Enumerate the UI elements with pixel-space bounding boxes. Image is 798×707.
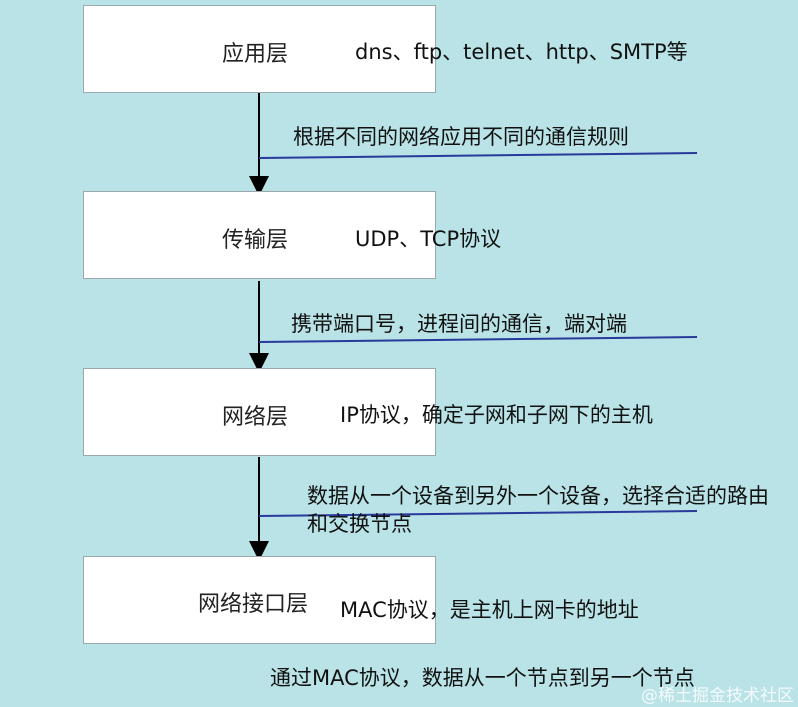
watermark: @稀土掘金技术社区 <box>641 686 794 706</box>
interface-layer-protocols: MAC协议，是主机上网卡的地址 <box>340 598 639 622</box>
underline-1 <box>258 152 698 159</box>
transport-layer-box <box>83 191 436 279</box>
application-layer-box <box>83 5 436 93</box>
application-layer-protocols: dns、ftp、telnet、http、SMTP等 <box>355 40 688 64</box>
interface-layer-box <box>83 556 436 644</box>
application-layer-label: 应用层 <box>222 42 289 67</box>
network-layer-label: 网络层 <box>222 405 289 430</box>
interface-layer-label: 网络接口层 <box>198 592 309 617</box>
underline-2 <box>258 336 698 343</box>
connector-desc-1: 根据不同的网络应用不同的通信规则 <box>293 125 629 149</box>
network-layer-box <box>83 368 436 456</box>
footer-text: 通过MAC协议，数据从一个节点到另一个节点 <box>270 666 695 690</box>
transport-layer-label: 传输层 <box>222 228 289 253</box>
underline-3 <box>258 510 698 517</box>
transport-layer-protocols: UDP、TCP协议 <box>355 227 502 251</box>
network-layer-protocols: IP协议，确定子网和子网下的主机 <box>340 403 653 427</box>
connector-desc-2: 携带端口号，进程间的通信，端对端 <box>291 312 627 336</box>
connector-desc-3: 数据从一个设备到另外一个设备，选择合适的路由和交换节点 <box>307 484 769 536</box>
